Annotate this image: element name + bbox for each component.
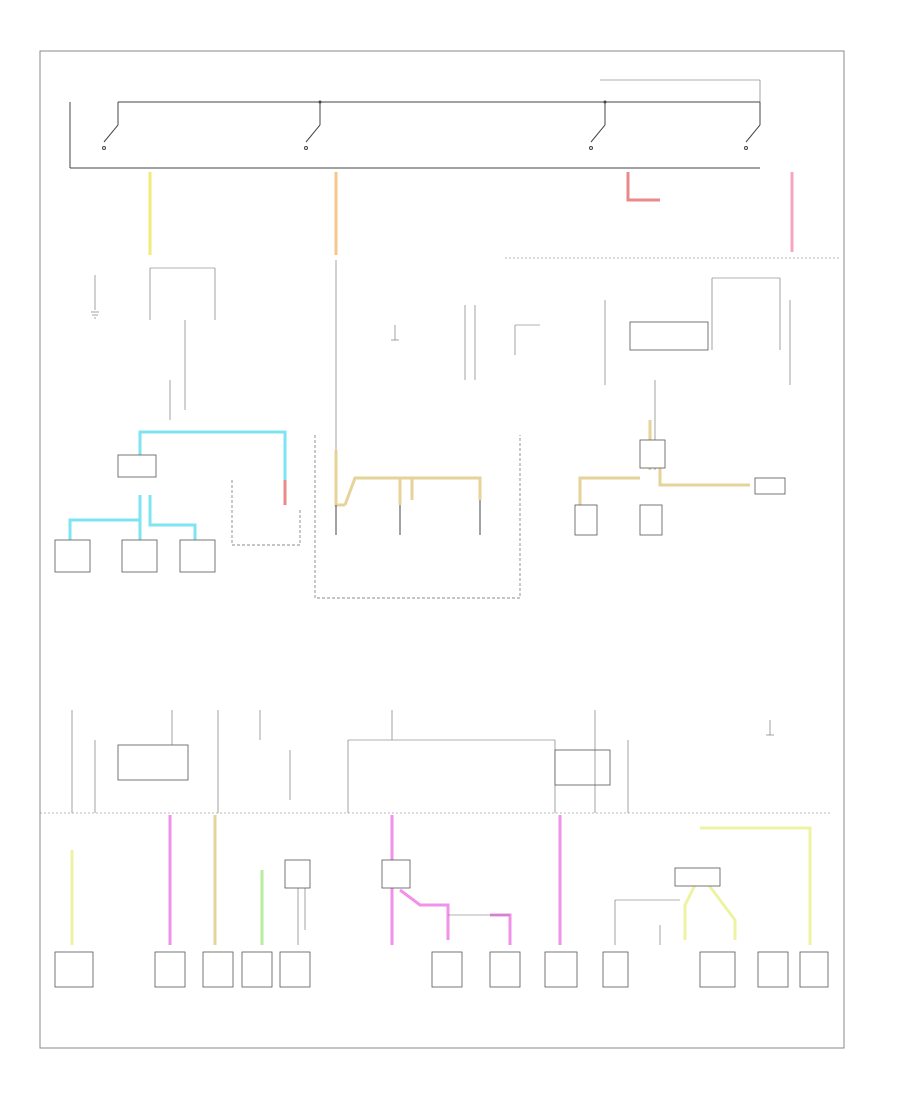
tan-harness-right [578, 420, 786, 505]
tan-harness-middle [334, 450, 482, 535]
relay-box-left [231, 480, 301, 546]
wire-red-1 [626, 172, 660, 202]
connector-box-left [117, 454, 157, 478]
wire-magenta-3 [399, 888, 450, 940]
cyan-harness [68, 430, 287, 540]
wire-magenta-4 [490, 913, 512, 945]
right-upper-area [464, 277, 791, 470]
middle-column [314, 260, 521, 599]
mid-lower-switches [574, 504, 663, 536]
top-power-bus [69, 79, 761, 169]
left-lower-components [54, 539, 216, 573]
lower-connectors [284, 859, 721, 945]
ground-symbols [91, 311, 774, 736]
left-fuse-block [94, 267, 216, 420]
ignition-switch-contacts [102, 102, 761, 150]
bottom-component-row [54, 951, 829, 988]
diagram-border [39, 50, 845, 1049]
lower-section-bus [71, 710, 771, 813]
wire-lime-4 [703, 879, 737, 940]
wire-lime-2 [700, 826, 812, 945]
